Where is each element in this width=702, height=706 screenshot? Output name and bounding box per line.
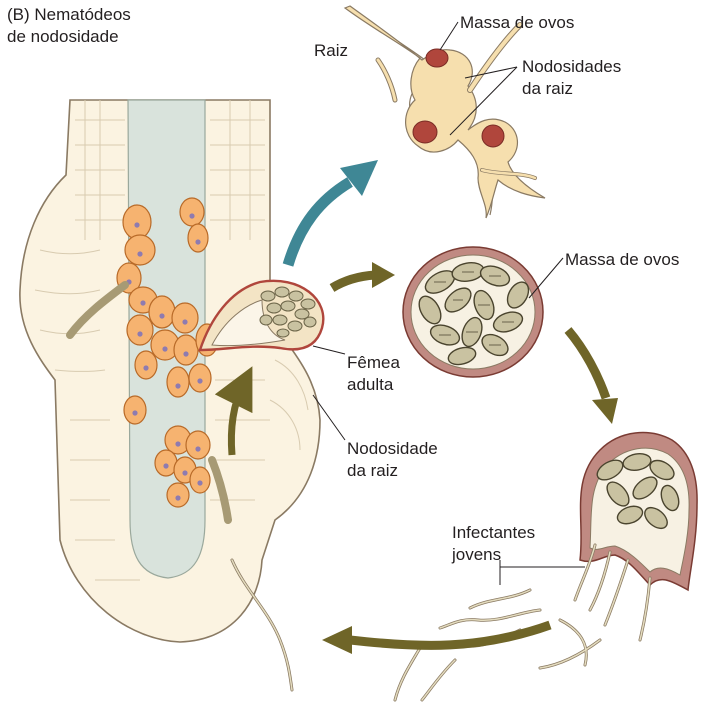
juvenile-nematode-exiting: [232, 560, 292, 690]
label-raiz: Raiz: [314, 41, 348, 60]
arrow-return-to-root: [350, 625, 550, 645]
label-nodosidade-line1: Nodosidade: [347, 439, 438, 458]
label-femea-line1: Fêmea: [347, 353, 400, 372]
label-nodosidade-line2: da raiz: [347, 461, 398, 480]
arrow-to-root-galls: [288, 182, 350, 265]
label-massa-de-ovos-mid: Massa de ovos: [565, 250, 679, 269]
label-femea-line2: adulta: [347, 375, 394, 394]
egg-mass-section: [403, 247, 543, 377]
label-massa-de-ovos-top: Massa de ovos: [460, 13, 574, 32]
infective-juveniles: [395, 545, 650, 700]
hatching-egg-sac: [580, 433, 697, 590]
egg-mass-spot: [413, 121, 437, 143]
arrow-to-egg-mass: [332, 275, 375, 288]
label-infectantes-line2: jovens: [451, 545, 501, 564]
egg-mass-spot: [426, 49, 448, 67]
panel-title-line1: (B) Nematódeos: [7, 5, 131, 24]
arrow-to-hatching: [568, 330, 606, 398]
panel-title-line2: de nodosidade: [7, 27, 119, 46]
root-with-galls: [345, 6, 545, 218]
egg-mass-spot: [482, 125, 504, 147]
label-nodosidades-line1: Nodosidades: [522, 57, 621, 76]
label-nodosidades-line2: da raiz: [522, 79, 573, 98]
root-longitudinal-section: [20, 100, 323, 690]
label-infectantes-line1: Infectantes: [452, 523, 535, 542]
